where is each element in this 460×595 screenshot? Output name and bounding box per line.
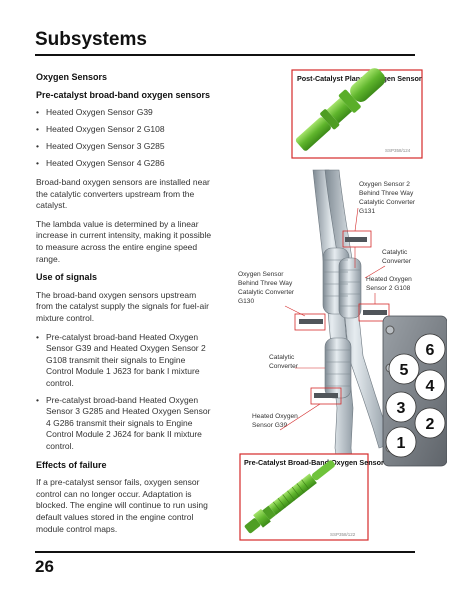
list-item: Pre-catalyst broad-band Heated Oxygen Se…	[36, 332, 214, 390]
sensor-g39	[310, 387, 342, 405]
paragraph: The broad-band oxygen sensors upstream f…	[36, 289, 209, 323]
sensor-g131	[342, 230, 372, 248]
label-cat-converter-right: Catalytic Converter	[382, 249, 412, 265]
header-rule	[35, 54, 415, 56]
label-hos-g39: Heated Oxygen Sensor G39	[252, 413, 300, 429]
label-hos2-g108: Heated Oxygen Sensor 2 G108	[366, 276, 414, 292]
cylinder-5	[388, 353, 420, 385]
exhaust-figure: Post-Catalyst Planar Oxygen Sensor SSP35…	[225, 68, 448, 546]
cylinder-5-label: 5	[400, 362, 409, 379]
cylinder-6	[414, 333, 446, 365]
page-title: Subsystems	[35, 29, 147, 50]
pre-cat-heading: Pre-catalyst broad-band oxygen sensors	[36, 89, 211, 100]
sensor-g130	[294, 313, 326, 331]
broadband-sensor-illustration	[244, 460, 335, 534]
list-item: Heated Oxygen Sensor 3 G285	[36, 141, 214, 153]
pre-cat-box-frame	[239, 453, 369, 541]
page-number: 26	[35, 557, 54, 576]
pre-cat-box-title: Pre-Catalyst Broad-Band Oxygen Sensor	[244, 458, 384, 467]
sensor-g108	[358, 303, 390, 322]
paragraph: The lambda value is determined by a line…	[36, 218, 212, 264]
planar-sensor-illustration	[295, 68, 386, 151]
section-title: Oxygen Sensors	[36, 72, 108, 82]
cylinder-4	[414, 369, 446, 401]
cylinder-2-label: 2	[426, 416, 435, 433]
text-column: Oxygen Sensors Pre-catalyst broad-band o…	[36, 72, 214, 542]
pre-cat-figure-id: SSP358/122	[330, 532, 356, 537]
engine-block: 6 5 4 3 2 1	[382, 315, 448, 467]
list-item: Heated Oxygen Sensor 4 G286	[36, 158, 214, 170]
label-sensor2-g131: Oxygen Sensor 2 Behind Three Way Catalyt…	[359, 181, 417, 215]
figure-labels: Oxygen Sensor 2 Behind Three Way Catalyt…	[238, 181, 417, 429]
cylinder-3	[385, 391, 417, 423]
paragraph: If a pre-catalyst sensor fails, oxygen s…	[36, 477, 208, 534]
failure-heading: Effects of failure	[36, 459, 107, 470]
sensor-mounts	[294, 230, 390, 405]
post-cat-box-title: Post-Catalyst Planar Oxygen Sensor	[297, 74, 422, 83]
cylinder-1-label: 1	[397, 435, 406, 452]
cylinder-4-label: 4	[426, 378, 435, 395]
post-cat-figure-id: SSP358/124	[385, 148, 411, 153]
cylinder-numbers: 6 5 4 3 2 1	[385, 333, 446, 458]
cylinder-3-label: 3	[397, 400, 406, 417]
signal-list: Pre-catalyst broad-band Heated Oxygen Se…	[36, 332, 214, 453]
exhaust-diagram: Post-Catalyst Planar Oxygen Sensor SSP35…	[238, 68, 448, 541]
leader-lines	[279, 207, 386, 431]
list-item: Pre-catalyst broad-band Heated Oxygen Se…	[36, 395, 214, 453]
signals-heading: Use of signals	[36, 272, 98, 283]
list-item: Heated Oxygen Sensor G39	[36, 107, 214, 119]
paragraph: Broad-band oxygen sensors are installed …	[36, 177, 210, 211]
cylinder-2	[414, 407, 446, 439]
cylinder-1	[385, 426, 417, 458]
footer-rule	[35, 551, 415, 553]
pre-cat-callout: Pre-Catalyst Broad-Band Oxygen Sensor SS…	[239, 453, 384, 541]
sensor-list: Heated Oxygen Sensor G39 Heated Oxygen S…	[36, 107, 214, 170]
label-sensor-g130: Oxygen Sensor Behind Three Way Catalytic…	[238, 271, 296, 305]
cylinder-6-label: 6	[426, 342, 435, 359]
list-item: Heated Oxygen Sensor 2 G108	[36, 124, 214, 136]
label-cat-converter-left: Catalytic Converter	[269, 354, 299, 370]
post-cat-callout: Post-Catalyst Planar Oxygen Sensor SSP35…	[291, 68, 423, 159]
